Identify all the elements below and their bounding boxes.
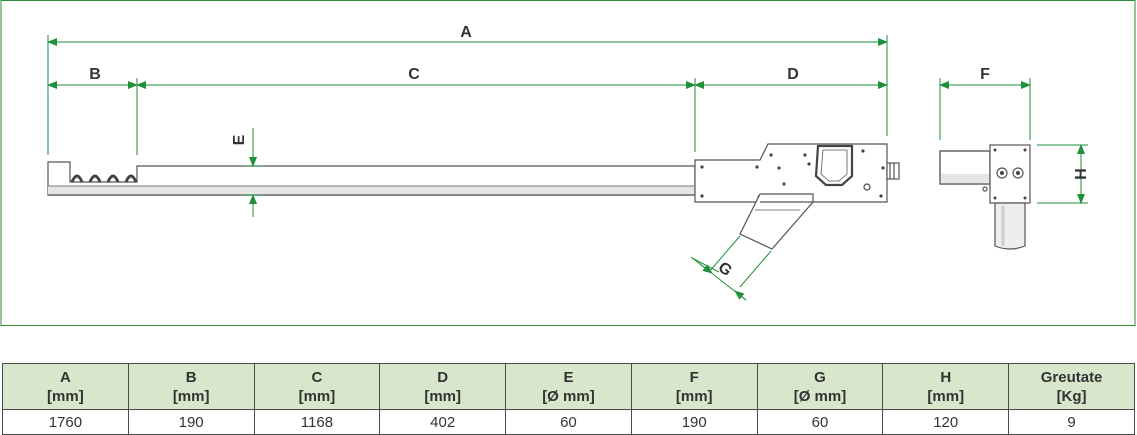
value-cell-f: 190	[630, 409, 758, 435]
header-cell-f: F[mm]	[630, 363, 758, 410]
header-cell-h: H[mm]	[882, 363, 1010, 410]
value-cell-d: 402	[379, 409, 507, 435]
header-cell-d: D[mm]	[379, 363, 507, 410]
header-cell-c: C[mm]	[253, 363, 381, 410]
table-header-row: A[mm] B[mm] C[mm] D[mm] E[Ø mm] F[mm] G[…	[2, 363, 1135, 410]
value-cell-e: 60	[505, 409, 632, 435]
value-cell-a: 1760	[2, 409, 129, 435]
header-cell-a: A[mm]	[2, 363, 129, 410]
motor-head	[694, 143, 900, 203]
dim-label-e: E	[231, 134, 248, 145]
dim-label-a: A	[460, 24, 472, 41]
dimensions-table: A[mm] B[mm] C[mm] D[mm] E[Ø mm] F[mm] G[…	[2, 363, 1135, 435]
header-cell-g: G[Ø mm]	[756, 363, 884, 410]
dimension-lines	[47, 35, 1088, 301]
auger-tube	[47, 161, 696, 196]
header-cell-weight: Greutate[Kg]	[1008, 363, 1135, 410]
value-cell-h: 120	[882, 409, 1010, 435]
value-cell-g: 60	[756, 409, 884, 435]
dim-label-c: C	[408, 66, 420, 83]
dim-label-d: D	[787, 66, 799, 83]
outlet-spout	[739, 193, 814, 250]
technical-drawing: A B C D F E H G	[0, 0, 1136, 326]
table-row: 1760 190 1168 402 60 190 60 120 9	[2, 409, 1135, 435]
header-cell-b: B[mm]	[127, 363, 255, 410]
value-cell-b: 190	[127, 409, 255, 435]
header-cell-e: E[Ø mm]	[505, 363, 632, 410]
dim-label-f: F	[980, 66, 990, 83]
dim-label-h: H	[1071, 168, 1088, 180]
dim-label-b: B	[89, 66, 101, 83]
end-view	[939, 144, 1031, 250]
value-cell-weight: 9	[1008, 409, 1135, 435]
drawing-frame-border	[0, 0, 1136, 326]
auger-flights	[70, 174, 138, 183]
value-cell-c: 1168	[253, 409, 381, 435]
